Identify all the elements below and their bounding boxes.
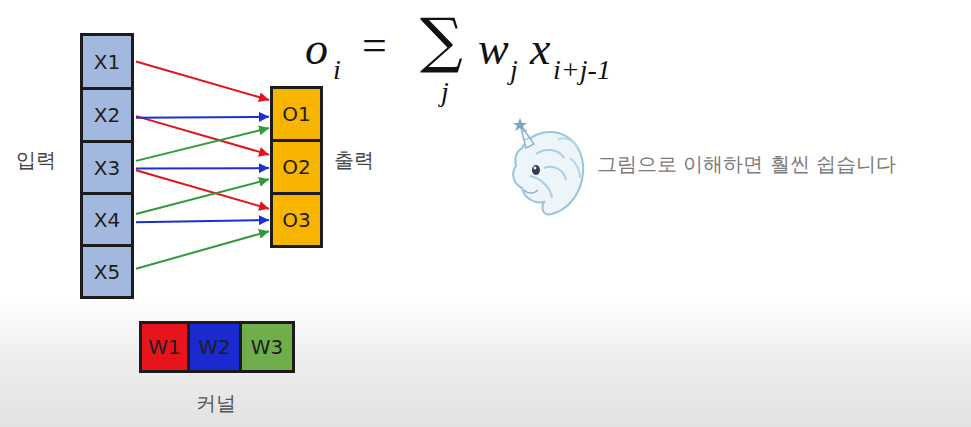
cell-label: X1 [94, 50, 120, 74]
weight-arrow [136, 170, 269, 209]
bottom-fade-band [0, 300, 971, 427]
formula-symbol: x [530, 26, 550, 72]
axis-label: 커널 [196, 393, 236, 413]
weight-arrow [136, 179, 269, 214]
weight-arrow [136, 117, 269, 118]
weight-arrow [136, 220, 269, 222]
formula-subscript: j [441, 78, 449, 106]
cell-label: W3 [251, 335, 284, 359]
formula-subscript: j [510, 56, 518, 84]
input-cell: X2 [80, 87, 134, 143]
axis-label: 입력 [16, 150, 56, 170]
weight-arrow [136, 231, 269, 269]
summation-symbol: ∑ [420, 10, 463, 70]
formula-subscript: i+j-1 [553, 56, 611, 84]
cell-label: X2 [94, 103, 120, 127]
cell-label: O1 [282, 102, 310, 126]
weight-arrow [136, 62, 269, 101]
input-cell: X4 [80, 192, 134, 247]
weight-arrow [136, 116, 269, 155]
cell-label: X5 [94, 260, 120, 284]
output-cell: O3 [270, 192, 323, 248]
input-cell: X1 [80, 33, 134, 90]
weight-arrow [136, 128, 269, 161]
unicorn-illustration [513, 118, 583, 214]
cell-label: O2 [282, 155, 310, 179]
formula-symbol: w [478, 26, 509, 72]
input-cell: X3 [80, 140, 134, 195]
kernel-weight: W1 [139, 321, 190, 373]
cell-label: W2 [198, 335, 231, 359]
output-cell: O2 [270, 139, 323, 195]
cell-label: X4 [94, 208, 120, 232]
formula-symbol: o [305, 26, 328, 72]
formula-subscript: i [333, 56, 341, 84]
kernel-weight: W3 [239, 321, 295, 373]
cell-label: X3 [94, 156, 120, 180]
cell-label: W1 [148, 335, 181, 359]
weight-arrow [136, 167, 269, 169]
formula-symbol: = [362, 24, 387, 68]
input-cell: X5 [80, 244, 134, 299]
axis-label: 출력 [334, 150, 374, 170]
caption-note: 그림으로 이해하면 훨씬 쉽습니다 [597, 154, 896, 174]
kernel-weight: W2 [187, 321, 242, 373]
output-cell: O1 [270, 86, 323, 142]
cell-label: O3 [282, 208, 310, 232]
